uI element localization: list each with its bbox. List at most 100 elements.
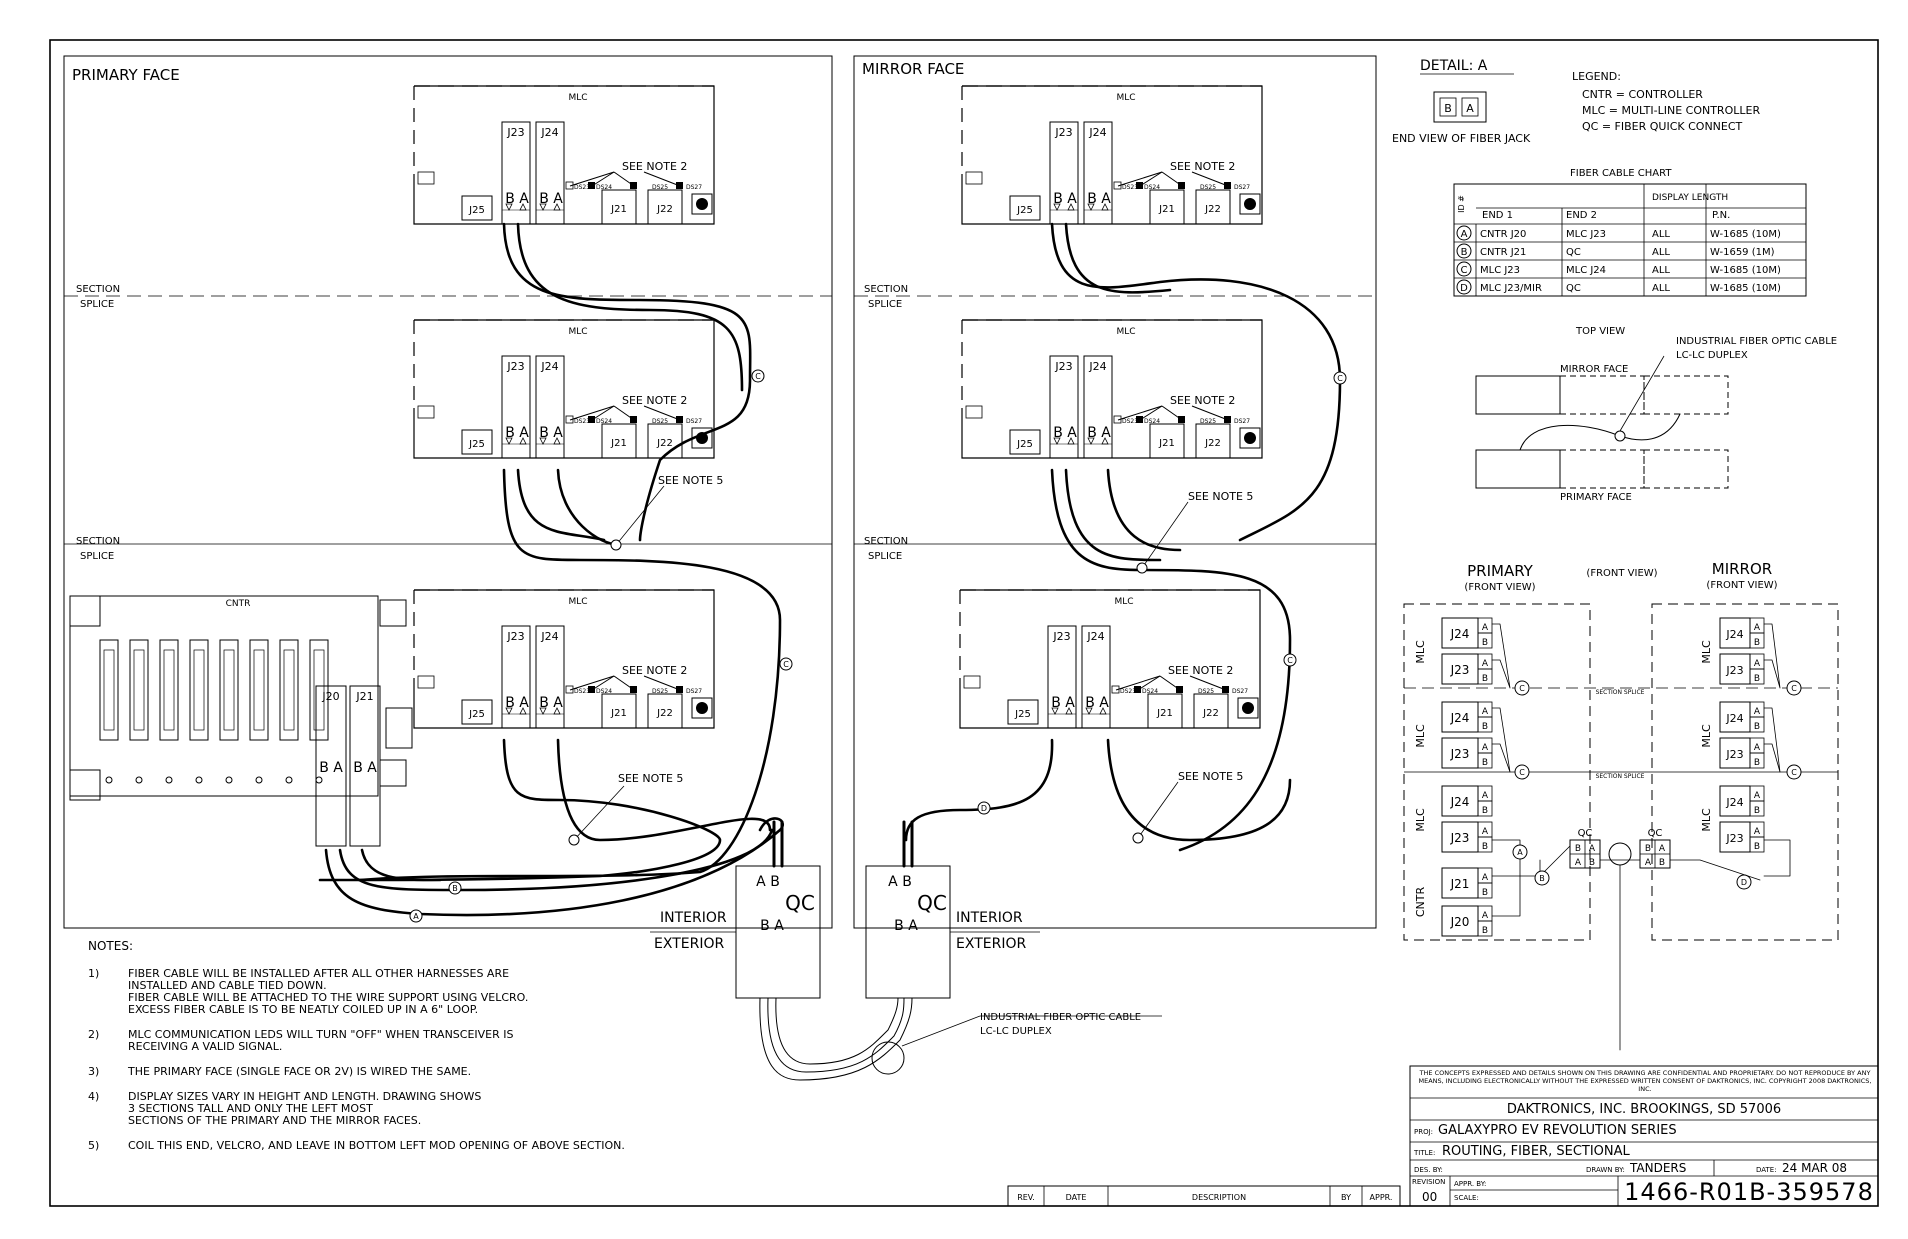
top-view-primary-label: PRIMARY FACE [1560, 492, 1632, 503]
fiber-jack-end-view [1433, 91, 1487, 123]
schematic-jack-label: J24 [1725, 712, 1743, 725]
detail-a-label: A [1466, 102, 1474, 115]
schematic-port-label: A [1482, 743, 1489, 753]
led-ds23-label: DS23 [1122, 184, 1138, 191]
fiber-chart-cell: MLC J23 [1566, 229, 1606, 240]
fiber-chart-cell: MLC J23/MIR [1480, 283, 1542, 294]
fiber-chart-cell: W-1685 (10M) [1710, 229, 1781, 240]
drawn-by: TANDERS [1630, 1161, 1687, 1175]
led-ds25-label: DS25 [652, 688, 668, 695]
fiber-chart-id-header: ID # [1457, 195, 1466, 213]
see-note-5-callout: SEE NOTE 5 [658, 474, 723, 487]
jack-j24-label: J24 [1086, 630, 1104, 643]
note-number: 5) [88, 1139, 100, 1152]
note-text: THE PRIMARY FACE (SINGLE FACE OR 2V) IS … [128, 1065, 472, 1078]
schematic-qc-port: A [1589, 844, 1596, 854]
schematic-port-label: A [1482, 707, 1489, 717]
revision-header: APPR. [1370, 1193, 1393, 1202]
legend-item: CNTR = CONTROLLER [1582, 88, 1703, 101]
leader-circle [1136, 562, 1148, 574]
fiber-cable-b [338, 828, 774, 892]
schematic-cable-id [1786, 764, 1802, 780]
port-a-label: A [1099, 695, 1109, 711]
corner-post [379, 759, 407, 787]
fiber-chart-header: END 1 [1482, 210, 1513, 221]
qc-port-label: B A [760, 918, 784, 934]
exterior-fiber [767, 997, 905, 1073]
schematic-port-label: A [1482, 827, 1489, 837]
schematic-splice-label: SECTION SPLICE [1596, 773, 1645, 780]
ribbon-connector-pins [163, 649, 175, 731]
legend-item: MLC = MULTI-LINE CONTROLLER [1582, 104, 1760, 117]
title-label: TITLE: [1414, 1149, 1436, 1157]
revision-block [1007, 1185, 1401, 1207]
schematic-port-b [1477, 800, 1493, 817]
schematic-wire [1763, 707, 1781, 773]
port-b-label: B [319, 760, 329, 776]
port-b-label: B [539, 191, 549, 207]
port-connector [385, 707, 413, 749]
schematic-cable-id-label: C [1791, 768, 1797, 777]
schematic-jack-label: J23 [1450, 747, 1470, 761]
approved-by-label: APPR. BY: [1454, 1180, 1487, 1188]
mount-hole [315, 776, 323, 784]
splice-label: SPLICE [80, 551, 114, 562]
fiber-callout-line-2: LC-LC DUPLEX [980, 1026, 1052, 1037]
see-note-2-callout: SEE NOTE 2 [1170, 160, 1235, 173]
see-note-5-callout: SEE NOTE 5 [1178, 770, 1243, 783]
jack-j21-label: J21 [1158, 204, 1175, 215]
schematic-group-label: MLC [1414, 808, 1427, 832]
qc-port-label: A B [756, 874, 780, 890]
fiber-chart-header: END 2 [1566, 210, 1597, 221]
mlc-board-label: MLC [568, 327, 587, 337]
led-ds25-label: DS25 [1200, 184, 1216, 191]
port-b-label: B [1053, 425, 1063, 441]
detail-caption: END VIEW OF FIBER JACK [1392, 132, 1531, 145]
port-a-label: A [553, 695, 563, 711]
mirror-face-frame [853, 55, 1377, 929]
date-label: DATE: [1756, 1166, 1777, 1174]
jack-j21-label: J21 [610, 708, 627, 719]
qc-port-label: A B [888, 874, 912, 890]
jack-j22-label: J22 [656, 708, 673, 719]
section-label: SECTION [76, 536, 120, 547]
fiber-chart-cell: ALL [1652, 247, 1670, 258]
schematic-port-label: A [1754, 623, 1761, 633]
note-item: 5) COIL THIS END, VELCRO, AND LEAVE IN BO… [88, 1140, 688, 1152]
leader-line [1141, 501, 1189, 569]
fiber-chart-cell: C [1461, 265, 1468, 276]
fiber-cable-c [556, 738, 772, 842]
schematic-port-b [1749, 632, 1765, 649]
see-note-5-callout: SEE NOTE 5 [618, 772, 683, 785]
corner-post [69, 769, 101, 801]
title-block-disclaimer: THE CONCEPTS EXPRESSED AND DETAILS SHOWN… [1418, 1069, 1872, 1093]
fiber-chart-cell: W-1685 (10M) [1710, 265, 1781, 276]
schematic-qc-port: A [1659, 844, 1666, 854]
interior-label: INTERIOR [660, 910, 727, 926]
cable-id-circle [409, 909, 423, 923]
top-view-callout-circle [1614, 430, 1626, 442]
corner-post [379, 599, 407, 627]
schematic-jack-label: J24 [1725, 628, 1743, 641]
schematic-port-label: B [1754, 806, 1760, 816]
schematic-port-label: A [1482, 791, 1489, 801]
schematic-qc-port: B [1659, 858, 1665, 868]
cable-id-label: B [452, 884, 458, 893]
notes-title: NOTES: [88, 939, 133, 953]
mlc-board-label: MLC [1114, 597, 1133, 607]
ribbon-connector [189, 639, 209, 741]
schematic-qc-label: QC [1578, 828, 1593, 839]
mount-hole [105, 776, 113, 784]
schematic-wire [1763, 623, 1781, 689]
fiber-chart-cell: MLC J24 [1566, 265, 1606, 276]
section-label: SECTION [864, 536, 908, 547]
jack-j25-label: J25 [1014, 709, 1031, 720]
schematic-group-label: MLC [1700, 640, 1713, 664]
cable-id-circle [1333, 371, 1347, 385]
note-text: COIL THIS END, VELCRO, AND LEAVE IN BOTT… [128, 1139, 625, 1152]
jack-j22-label: J22 [656, 438, 673, 449]
schematic-port-b [1749, 800, 1765, 817]
fiber-cable-c [502, 222, 752, 542]
led-ds27-label: DS27 [1234, 184, 1250, 191]
